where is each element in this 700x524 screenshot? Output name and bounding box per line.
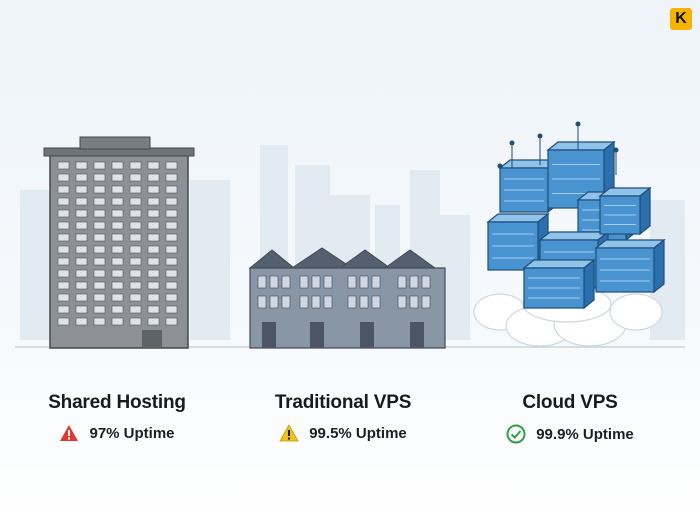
uptime-text: 99.9% Uptime — [536, 425, 634, 443]
apartment-tower — [43, 136, 195, 349]
brand-logo: K — [670, 8, 692, 30]
tier-shared-hosting: Shared Hosting 97% Uptime — [7, 392, 227, 447]
warning-triangle-icon — [279, 424, 299, 442]
tier-title: Cloud VPS — [522, 392, 618, 413]
cloud-server-cluster — [473, 121, 666, 347]
illustration — [15, 121, 685, 349]
tier-traditional-vps: Traditional VPS 99.5% Uptime — [233, 392, 453, 447]
tier-title: Shared Hosting — [48, 392, 186, 413]
row-houses — [248, 247, 446, 349]
check-circle-icon — [506, 424, 526, 444]
tier-cloud-vps: Cloud VPS 99.9% Uptime — [460, 392, 680, 449]
uptime-text: 97% Uptime — [89, 424, 175, 442]
tier-title: Traditional VPS — [274, 392, 412, 413]
warning-triangle-icon — [60, 425, 79, 441]
uptime-text: 99.5% Uptime — [309, 424, 407, 442]
